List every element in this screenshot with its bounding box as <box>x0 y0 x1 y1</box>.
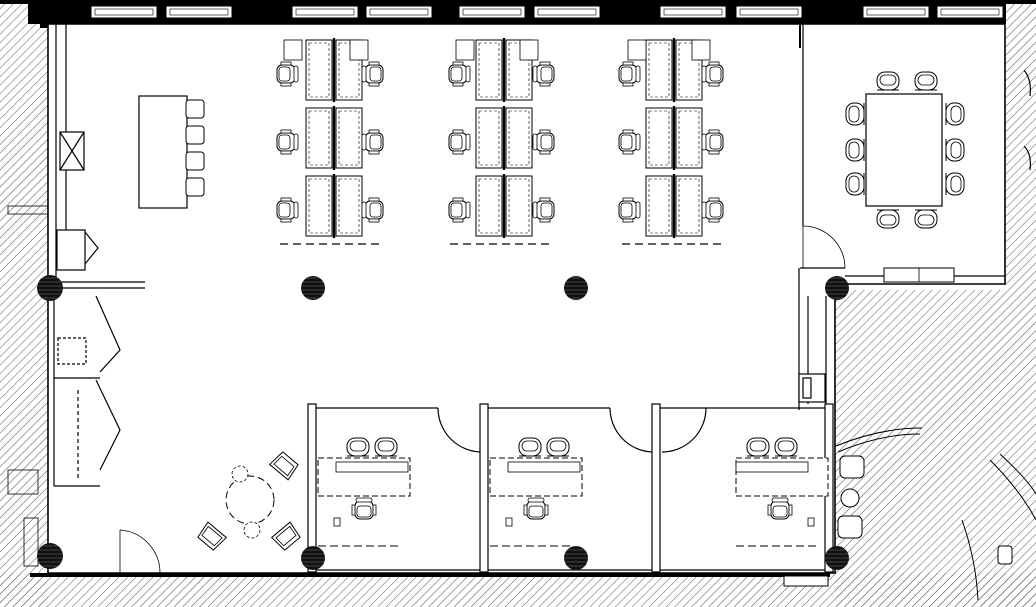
column <box>301 546 325 570</box>
column <box>825 276 849 300</box>
round-table-area <box>195 450 303 552</box>
exterior-curve <box>783 69 1036 601</box>
right-lower-wall <box>835 290 1036 607</box>
column <box>37 543 63 569</box>
workstation-cluster-3 <box>618 36 724 245</box>
workstation-cluster-2 <box>448 36 555 245</box>
left-wall <box>0 0 48 607</box>
office-1-furniture <box>317 437 411 547</box>
column <box>301 276 325 300</box>
entry-door <box>119 529 161 574</box>
right-corridor <box>798 268 827 410</box>
window-band <box>28 4 1006 40</box>
column <box>825 546 849 570</box>
bar-counter <box>138 95 205 209</box>
structural-columns <box>37 275 849 570</box>
workstation-cluster-1 <box>276 36 384 245</box>
column <box>564 546 588 570</box>
office-3-furniture <box>735 437 829 547</box>
service-core <box>7 24 145 567</box>
right-upper-wall <box>1005 0 1036 290</box>
office-2-furniture <box>489 437 583 547</box>
floor-edge-strip <box>30 573 830 577</box>
column <box>564 276 588 300</box>
column <box>37 275 63 301</box>
conference-room <box>799 24 1005 283</box>
private-offices <box>307 403 834 573</box>
